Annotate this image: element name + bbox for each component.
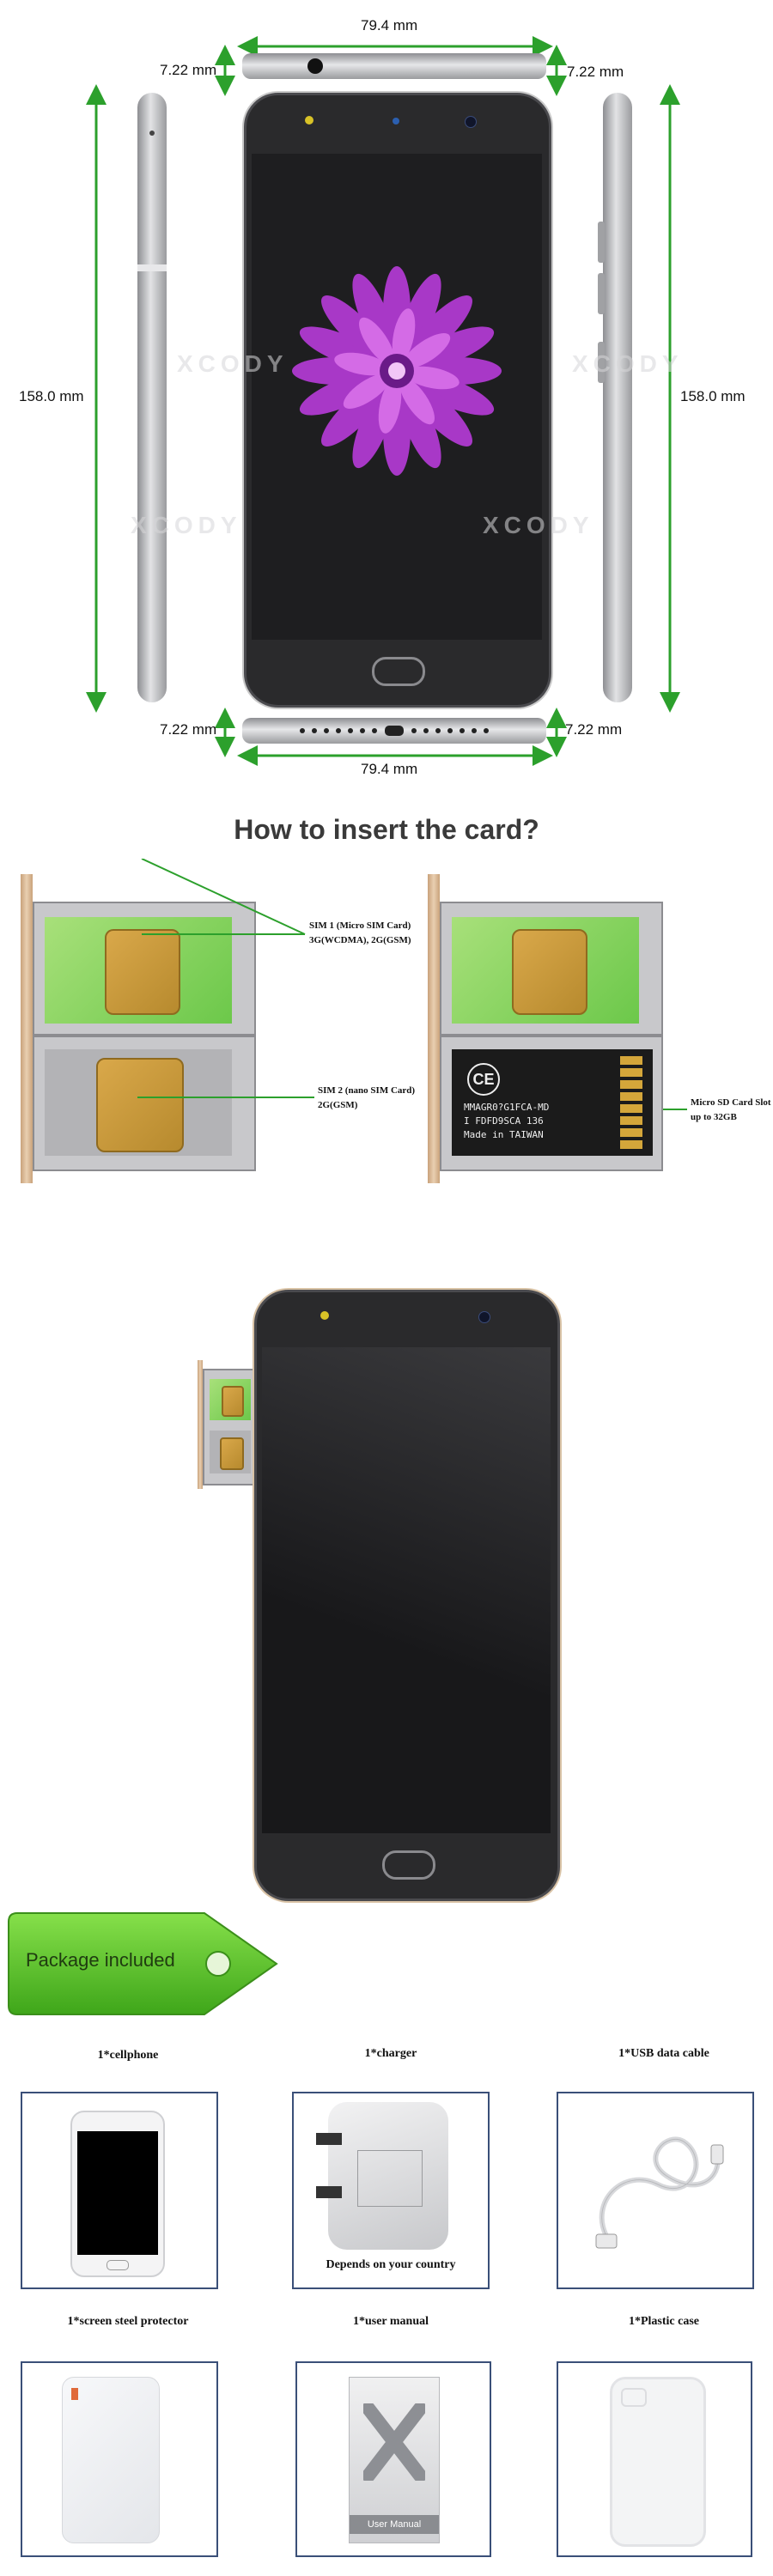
home-button bbox=[372, 657, 425, 686]
micro-sim-card-right bbox=[452, 917, 639, 1024]
item-label-cellphone: 1*cellphone bbox=[97, 2049, 159, 2062]
phone-with-tray bbox=[254, 1290, 560, 1901]
headphone-jack-icon bbox=[307, 58, 323, 74]
thickness-bottom-left-label: 7.22 mm bbox=[160, 721, 217, 738]
cellphone-icon bbox=[70, 2111, 165, 2277]
dimension-arrows bbox=[86, 36, 680, 766]
charger-icon bbox=[316, 2102, 448, 2250]
phone-screen bbox=[252, 154, 542, 640]
width-bottom-label: 79.4 mm bbox=[361, 761, 418, 777]
phone-right-side bbox=[598, 93, 632, 702]
usb-cable-icon bbox=[595, 2136, 724, 2249]
item-box-manual: User Manual bbox=[295, 2361, 491, 2557]
sim2-callout: SIM 2 (nano SIM Card) 2G(GSM) bbox=[318, 1085, 416, 1110]
sd-contacts-icon bbox=[620, 1056, 642, 1149]
sd-callout: Micro SD Card Slot up to 32GB bbox=[691, 1097, 771, 1122]
volume-down-button bbox=[598, 273, 605, 314]
sim1-chip-right-icon bbox=[512, 929, 587, 1015]
item-box-usb-cable bbox=[557, 2092, 754, 2289]
item-box-case bbox=[557, 2361, 752, 2557]
sd-card-print: MMAGR0?G1FCA-MD I FDFD9SCA 136 Made in T… bbox=[464, 1102, 550, 1140]
section-title: How to insert the card? bbox=[234, 814, 539, 845]
thickness-bottom-right-label: 7.22 mm bbox=[565, 721, 623, 738]
tag-hole-icon bbox=[205, 1951, 231, 1977]
item-label-protector: 1*screen steel protector bbox=[67, 2315, 189, 2328]
manual-cover-label: User Manual bbox=[350, 2515, 439, 2534]
right-sim-tray: CE MMAGR0?G1FCA-MD I FDFD9SCA 136 Made i… bbox=[440, 902, 663, 1171]
user-manual-icon: User Manual bbox=[349, 2377, 440, 2543]
sim2-chip-icon bbox=[96, 1058, 184, 1152]
sim1-callout: SIM 1 (Micro SIM Card) 3G(WCDMA), 2G(GSM… bbox=[309, 920, 411, 945]
item-label-charger: 1*charger bbox=[364, 2047, 417, 2060]
right-tray-handle bbox=[428, 874, 440, 1183]
thickness-top-right-label: 7.22 mm bbox=[567, 64, 624, 80]
item-label-case: 1*Plastic case bbox=[628, 2315, 700, 2328]
watermark-bottom-left: XCODY bbox=[131, 512, 242, 538]
speaker-grill-icon bbox=[300, 726, 489, 736]
screen-protector-icon bbox=[62, 2377, 160, 2543]
ce-mark-icon: CE bbox=[467, 1063, 500, 1096]
sim1-chip-icon bbox=[105, 929, 180, 1015]
item-box-cellphone bbox=[21, 2092, 218, 2289]
width-top-label: 79.4 mm bbox=[361, 17, 418, 33]
item-label-manual: 1*user manual bbox=[352, 2315, 429, 2328]
ejected-sim-tray bbox=[203, 1369, 259, 1485]
light-sensor-icon bbox=[393, 118, 399, 125]
watermark-left: XCODY bbox=[177, 350, 289, 377]
height-left-label: 158.0 mm bbox=[19, 388, 84, 404]
item-box-protector bbox=[21, 2361, 218, 2557]
nano-sim-slot bbox=[45, 1049, 232, 1156]
watermark-right: XCODY bbox=[572, 350, 684, 377]
phone-left-side bbox=[137, 93, 167, 702]
usb-port-icon bbox=[385, 726, 404, 736]
phone-front-view bbox=[244, 93, 551, 708]
charger-caption: Depends on your country bbox=[326, 2258, 456, 2271]
phone-top-edge bbox=[242, 53, 546, 79]
height-right-label: 158.0 mm bbox=[680, 388, 746, 404]
power-button bbox=[598, 342, 605, 383]
home-button-2 bbox=[382, 1850, 435, 1880]
front-camera-icon bbox=[465, 116, 477, 128]
left-tray-handle bbox=[21, 874, 33, 1183]
sensor-icon bbox=[305, 116, 313, 125]
phone-screen-off bbox=[262, 1347, 551, 1833]
thickness-top-left-label: 7.22 mm bbox=[160, 62, 217, 78]
plastic-case-icon bbox=[610, 2377, 706, 2547]
micro-sd-card: CE MMAGR0?G1FCA-MD I FDFD9SCA 136 Made i… bbox=[452, 1049, 653, 1156]
ejected-tray-handle bbox=[198, 1360, 203, 1489]
front-camera-icon-2 bbox=[478, 1311, 490, 1323]
flower-wallpaper-icon bbox=[292, 266, 502, 476]
package-banner-label: Package included bbox=[26, 1949, 175, 1971]
item-box-charger: Depends on your country bbox=[292, 2092, 490, 2289]
package-banner-shape bbox=[8, 1912, 278, 2015]
watermark-bottom-right: XCODY bbox=[483, 512, 594, 538]
phone-bottom-edge bbox=[242, 718, 546, 744]
item-label-usb-cable: 1*USB data cable bbox=[618, 2047, 709, 2060]
volume-up-button bbox=[598, 222, 605, 263]
